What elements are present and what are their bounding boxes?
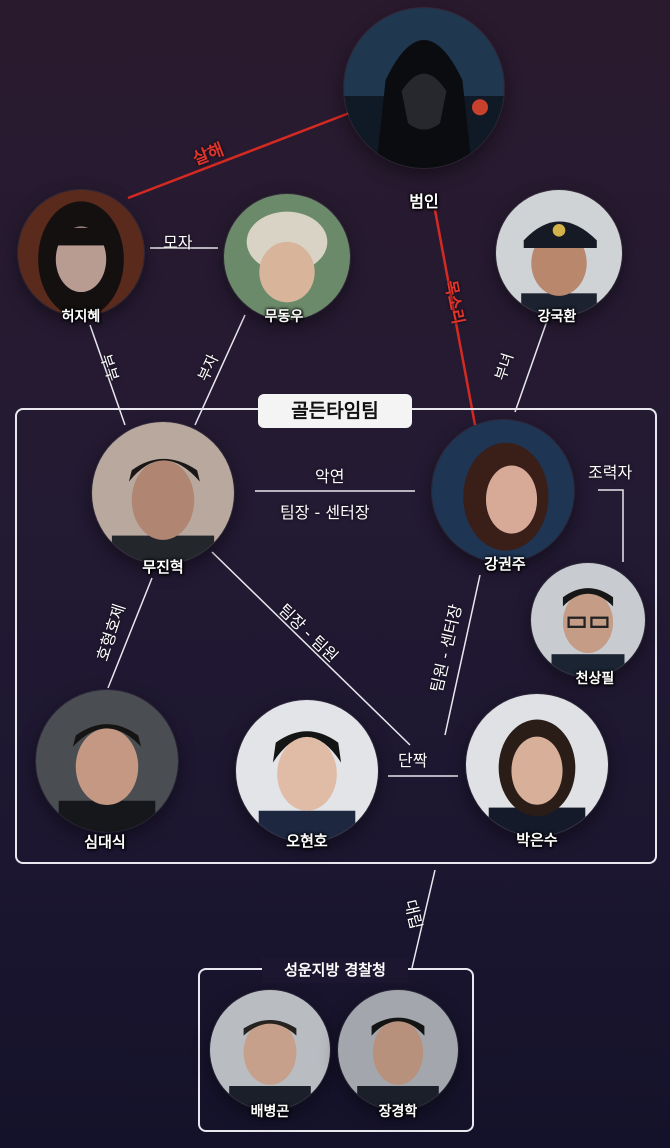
conflict-line	[411, 869, 436, 969]
member-center-line	[444, 574, 481, 736]
person-photo-icon	[236, 700, 378, 842]
leader-member-line	[211, 551, 411, 746]
oh-hyunho-name: 오현호	[286, 832, 328, 850]
person-photo-icon	[338, 990, 458, 1110]
kang-gukhwan-avatar[interactable]	[496, 190, 622, 316]
mu-dongwoo-avatar[interactable]	[224, 194, 350, 320]
relation-mother-son-label: 모자	[163, 233, 193, 252]
person-photo-icon	[224, 194, 350, 320]
person-photo-icon	[466, 694, 608, 836]
kang-kwonju-avatar[interactable]	[432, 420, 574, 562]
golden-time-team-title: 골든타임팀	[258, 394, 412, 428]
person-photo-icon	[432, 420, 574, 562]
relation-partners-label: 단짝	[398, 751, 428, 770]
heo-jihye-avatar[interactable]	[18, 190, 144, 316]
murder-line	[127, 110, 353, 200]
voice-line	[433, 209, 477, 426]
sim-daesik-name: 심대식	[84, 833, 126, 851]
park-eunsu-avatar[interactable]	[466, 694, 608, 836]
park-eunsu-name: 박은수	[516, 831, 558, 849]
person-photo-icon	[210, 990, 330, 1110]
helper-line	[598, 489, 624, 562]
father-son-line	[194, 314, 246, 426]
relation-bad-blood-label: 악연	[315, 467, 345, 486]
person-photo-icon	[92, 422, 234, 564]
mu-jinhyuk-name: 무진혁	[142, 558, 184, 576]
jang-kyunghak-name: 장경학	[378, 1104, 418, 1120]
cheon-sangpil-avatar[interactable]	[531, 563, 645, 677]
bae-byunggon-name: 배병곤	[250, 1104, 290, 1120]
person-photo-icon	[18, 190, 144, 316]
mu-dongwoo-name: 무동우	[264, 309, 304, 325]
relation-leader-center-label: 팀장 - 센터장	[280, 503, 370, 522]
oh-hyunho-avatar[interactable]	[236, 700, 378, 842]
person-photo-icon	[496, 190, 622, 316]
sim-daesik-avatar[interactable]	[36, 690, 178, 832]
jang-kyunghak-avatar[interactable]	[338, 990, 458, 1110]
hooded-figure-icon	[344, 8, 504, 168]
cheon-sangpil-name: 천상필	[575, 671, 615, 687]
person-photo-icon	[36, 690, 178, 832]
relation-helper-label: 조력자	[588, 463, 633, 482]
heo-jihye-name: 허지혜	[61, 309, 101, 325]
culprit-avatar[interactable]	[344, 8, 504, 168]
kang-gukhwan-name: 강국환	[537, 309, 577, 325]
kang-kwonju-name: 강권주	[484, 555, 526, 573]
person-photo-icon	[531, 563, 645, 677]
culprit-name: 범인	[409, 192, 439, 211]
mu-jinhyuk-avatar[interactable]	[92, 422, 234, 564]
police-agency-title: 성운지방 경찰청	[262, 957, 408, 983]
sworn-brothers-line	[107, 577, 153, 689]
father-daughter-line	[514, 317, 549, 413]
bae-byunggon-avatar[interactable]	[210, 990, 330, 1110]
